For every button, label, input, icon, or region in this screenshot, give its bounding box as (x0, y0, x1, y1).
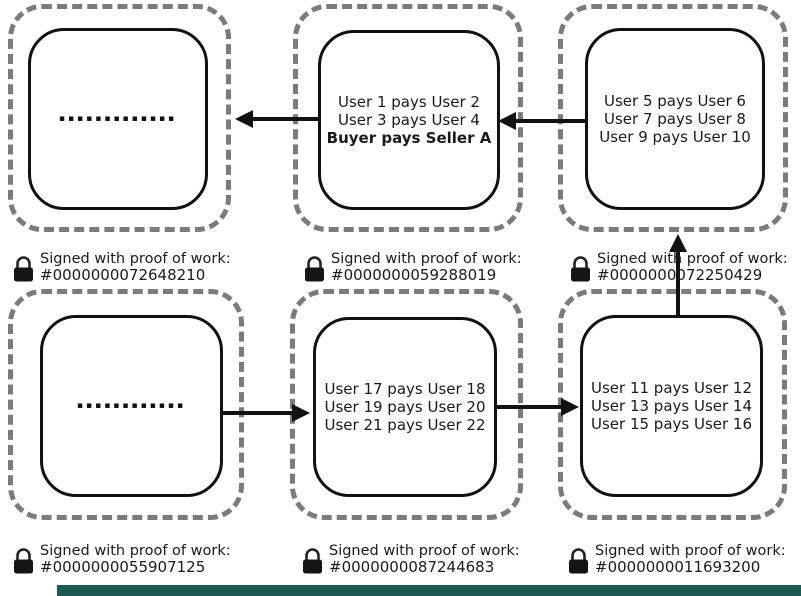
block-top-middle-inner: User 1 pays User 2 User 3 pays User 4 Bu… (318, 30, 500, 210)
arrow-bottomleft-to-bottommiddle-head (292, 404, 310, 422)
transaction-line: User 1 pays User 2 (338, 93, 480, 111)
transaction-line-highlight: Buyer pays Seller A (326, 129, 492, 147)
signature-top-left: Signed with proof of work: #000000007264… (12, 251, 231, 283)
padlock-icon (571, 256, 590, 282)
transaction-line: User 9 pays User 10 (599, 128, 751, 146)
arrow-topmiddle-to-topleft-head (235, 110, 253, 128)
signature-hash: #0000000055907125 (40, 558, 206, 576)
signature-label: Signed with proof of work: (595, 543, 786, 559)
signature-label: Signed with proof of work: (329, 543, 520, 559)
transaction-line: User 21 pays User 22 (324, 416, 486, 434)
signature-bottom-right: Signed with proof of work: #000000001169… (567, 543, 786, 575)
signature-hash: #0000000011693200 (595, 558, 761, 576)
transaction-line: User 17 pays User 18 (324, 380, 486, 398)
ellipsis-dots: ▪▪▪▪▪▪▪▪▪▪▪▪ (76, 401, 187, 411)
padlock-icon (303, 548, 322, 574)
block-top-left (8, 4, 231, 232)
block-bottom-right (558, 289, 787, 520)
arrow-bottomright-to-topright-head (669, 234, 687, 252)
padlock-icon (14, 548, 33, 574)
arrow-topright-to-topmiddle-head (498, 112, 516, 130)
arrow-bottommiddle-to-bottomright-head (561, 398, 579, 416)
signature-label: Signed with proof of work: (331, 251, 522, 267)
transaction-line: User 11 pays User 12 (590, 379, 753, 397)
block-top-right (558, 4, 788, 232)
signature-label: Signed with proof of work: (40, 543, 231, 559)
block-bottom-right-inner: User 11 pays User 12 User 13 pays User 1… (580, 315, 763, 497)
arrow-topright-to-topmiddle-line (514, 119, 585, 123)
block-bottom-left-inner: ▪▪▪▪▪▪▪▪▪▪▪▪ (40, 315, 223, 497)
signature-hash: #0000000072250429 (597, 266, 763, 284)
padlock-icon (305, 256, 324, 282)
bottom-window-fragment (57, 585, 801, 596)
block-bottom-left (8, 289, 244, 520)
block-top-left-inner: ▪▪▪▪▪▪▪▪▪▪▪▪▪ (28, 28, 208, 210)
signature-top-middle: Signed with proof of work: #000000005928… (303, 251, 522, 283)
transaction-line: User 13 pays User 14 (590, 397, 753, 415)
transaction-line: User 5 pays User 6 (604, 92, 746, 110)
signature-label: Signed with proof of work: (40, 251, 231, 267)
transaction-line: User 7 pays User 8 (604, 110, 746, 128)
transaction-line: User 15 pays User 16 (590, 415, 753, 433)
signature-top-right: Signed with proof of work: #000000007225… (569, 251, 788, 283)
signature-hash: #0000000059288019 (331, 266, 497, 284)
padlock-icon (14, 256, 33, 282)
transaction-line: User 19 pays User 20 (324, 398, 486, 416)
block-top-right-inner: User 5 pays User 6 User 7 pays User 8 Us… (585, 28, 765, 210)
arrow-bottommiddle-to-bottomright-line (497, 405, 563, 409)
transaction-line: User 3 pays User 4 (338, 111, 480, 129)
signature-bottom-middle: Signed with proof of work: #000000008724… (301, 543, 520, 575)
arrow-topmiddle-to-topleft-line (251, 117, 318, 121)
signature-hash: #0000000087244683 (329, 558, 495, 576)
arrow-bottomright-to-topright-line (676, 250, 680, 316)
ellipsis-dots: ▪▪▪▪▪▪▪▪▪▪▪▪▪ (58, 114, 178, 124)
signature-bottom-left: Signed with proof of work: #000000005590… (12, 543, 231, 575)
padlock-icon (569, 548, 588, 574)
signature-label: Signed with proof of work: (597, 251, 788, 267)
arrow-bottomleft-to-bottommiddle-line (222, 411, 294, 415)
signature-hash: #0000000072648210 (40, 266, 206, 284)
block-bottom-middle-inner: User 17 pays User 18 User 19 pays User 2… (313, 317, 497, 497)
